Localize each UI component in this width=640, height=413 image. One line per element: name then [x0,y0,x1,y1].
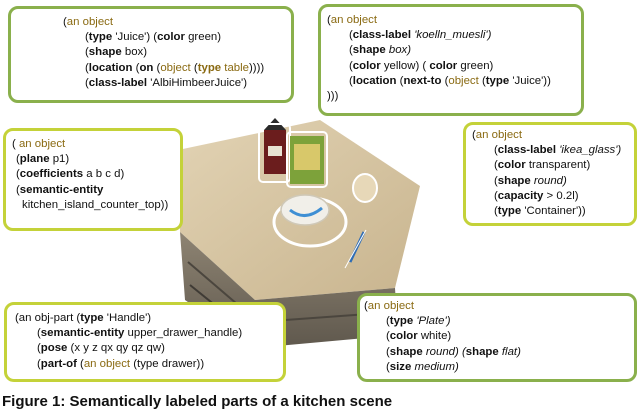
juice-type-line: (type 'Juice') (color green) [85,31,222,44]
plane-plane-line: (plane p1) [16,153,70,166]
juice-location-line: (location (on (object (type table)))) [85,61,265,74]
plane-semantic-entity-line: (semantic-entity [16,183,104,196]
glass-capacity-line: (capacity > 0.2l) [494,189,579,202]
keyword-an-object: an object [475,129,523,141]
bowl-on-table [280,194,330,226]
figure-caption: Figure 1: Semantically labeled parts of … [2,393,393,410]
muesli-shape-line: (shape box) [349,44,412,57]
muesli-location-line: (location (next-to (object (type 'Juice'… [349,74,551,87]
juice-shape-line: (shape box) [85,46,148,59]
glass-class-label-line: (class-label 'ikea_glass') [494,144,622,157]
plane-entity-value-line: kitchen_island_counter_top)) [22,198,169,211]
glass-on-table [352,173,378,203]
annotation-box-plane: ( an object (plane p1) (coefficients a b… [3,128,183,231]
annotation-box-plate: (an object (type 'Plate') (color white) … [357,293,637,382]
plate-shape-line: (shape round) (shape flat) [386,345,521,358]
muesli-class-label-line: (class-label 'koelln_muesli') [349,29,492,42]
handle-obj-part-line: (an obj-part (type 'Handle') [15,312,152,324]
glass-type-line: (type 'Container')) [494,205,586,218]
annotation-box-juice: (an object (type 'Juice') (color green) … [8,6,294,103]
annotation-box-handle: (an obj-part (type 'Handle') (semantic-e… [4,302,286,382]
plate-size-line: (size medium) [386,360,459,373]
keyword-an-object: an object [330,14,378,26]
muesli-closing-line: ))) [327,90,339,103]
keyword-an-object: an object [15,138,66,150]
keyword-an-object: an object [367,300,415,312]
handle-semantic-entity-line: (semantic-entity upper_drawer_handle) [37,327,243,340]
glass-color-line: (color transparent) [494,159,591,172]
handle-part-of-line: (part-of (an object (type drawer)) [37,357,205,370]
handle-pose-line: (pose (x y z qx qy qz qw) [37,342,165,355]
plane-coefficients-line: (coefficients a b c d) [16,168,125,181]
annotation-box-muesli: (an object (class-label 'koelln_muesli')… [318,4,584,116]
plate-type-line: (type 'Plate') [386,315,451,328]
glass-shape-line: (shape round) [494,174,567,187]
juice-class-label-line: (class-label 'AlbiHimbeerJuice') [85,76,247,89]
muesli-color-line: (color yellow) ( color green) [349,59,494,72]
plate-color-line: (color white) [386,330,452,343]
keyword-an-object: an object [66,16,114,28]
annotation-box-glass: (an object (class-label 'ikea_glass') (c… [463,122,637,226]
